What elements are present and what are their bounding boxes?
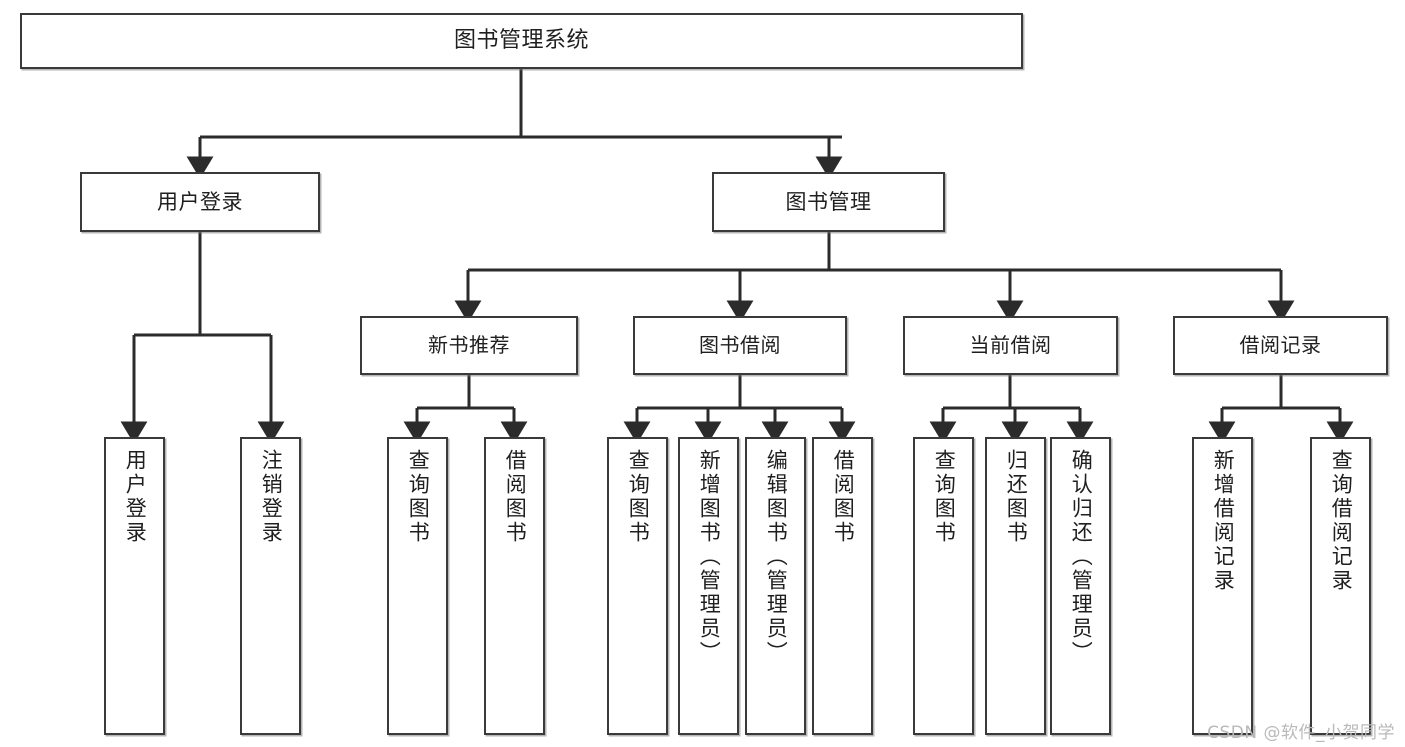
node-book-borrow[interactable]: 图书借阅 [633,316,847,375]
leaf-confirm-return-admin-label: 确认归还（管理员） [1069,449,1094,665]
leaf-query-book-newbook[interactable]: 查询图书 [387,437,448,735]
leaf-user-login-label: 用户登录 [123,449,148,545]
node-user-login[interactable]: 用户登录 [80,172,320,232]
leaf-add-borrow-record-label: 新增借阅记录 [1211,449,1236,593]
leaf-query-book-newbook-label: 查询图书 [406,449,431,545]
watermark: CSDN @软件_小贺同学 [1207,723,1395,743]
leaf-query-book-borrow[interactable]: 查询图书 [607,437,668,735]
leaf-return-book[interactable]: 归还图书 [985,437,1046,735]
node-root[interactable]: 图书管理系统 [20,13,1023,69]
leaf-lend-book-label: 借阅图书 [831,449,856,545]
leaf-query-book-current[interactable]: 查询图书 [913,437,974,735]
leaf-add-borrow-record[interactable]: 新增借阅记录 [1192,437,1253,735]
leaf-borrow-book-newbook-label: 借阅图书 [503,449,528,545]
leaf-user-login[interactable]: 用户登录 [104,437,165,735]
node-root-label: 图书管理系统 [453,28,589,54]
leaf-return-book-label: 归还图书 [1004,449,1029,545]
leaf-query-book-borrow-label: 查询图书 [626,449,651,545]
leaf-add-book-admin-label: 新增图书（管理员） [697,449,722,665]
leaf-logout-label: 注销登录 [259,449,284,545]
node-book-management-label: 图书管理 [785,189,872,214]
leaf-logout[interactable]: 注销登录 [240,437,301,735]
leaf-edit-book-admin-label: 编辑图书（管理员） [764,449,789,665]
node-current-borrow-label: 当前借阅 [969,333,1052,357]
leaf-add-book-admin[interactable]: 新增图书（管理员） [678,437,739,735]
leaf-confirm-return-admin[interactable]: 确认归还（管理员） [1050,437,1111,735]
leaf-borrow-book-newbook[interactable]: 借阅图书 [484,437,545,735]
node-borrow-record[interactable]: 借阅记录 [1173,316,1388,375]
leaf-query-book-current-label: 查询图书 [932,449,957,545]
node-user-login-label: 用户登录 [157,189,243,214]
node-new-book-recommend[interactable]: 新书推荐 [360,316,578,375]
leaf-edit-book-admin[interactable]: 编辑图书（管理员） [745,437,806,735]
node-new-book-recommend-label: 新书推荐 [428,333,510,357]
leaf-query-borrow-record[interactable]: 查询借阅记录 [1310,437,1371,735]
node-current-borrow[interactable]: 当前借阅 [903,316,1118,375]
node-book-borrow-label: 图书借阅 [699,333,781,357]
node-book-management[interactable]: 图书管理 [712,172,945,232]
leaf-query-borrow-record-label: 查询借阅记录 [1329,449,1354,593]
node-borrow-record-label: 借阅记录 [1239,333,1322,357]
leaf-lend-book[interactable]: 借阅图书 [812,437,873,735]
